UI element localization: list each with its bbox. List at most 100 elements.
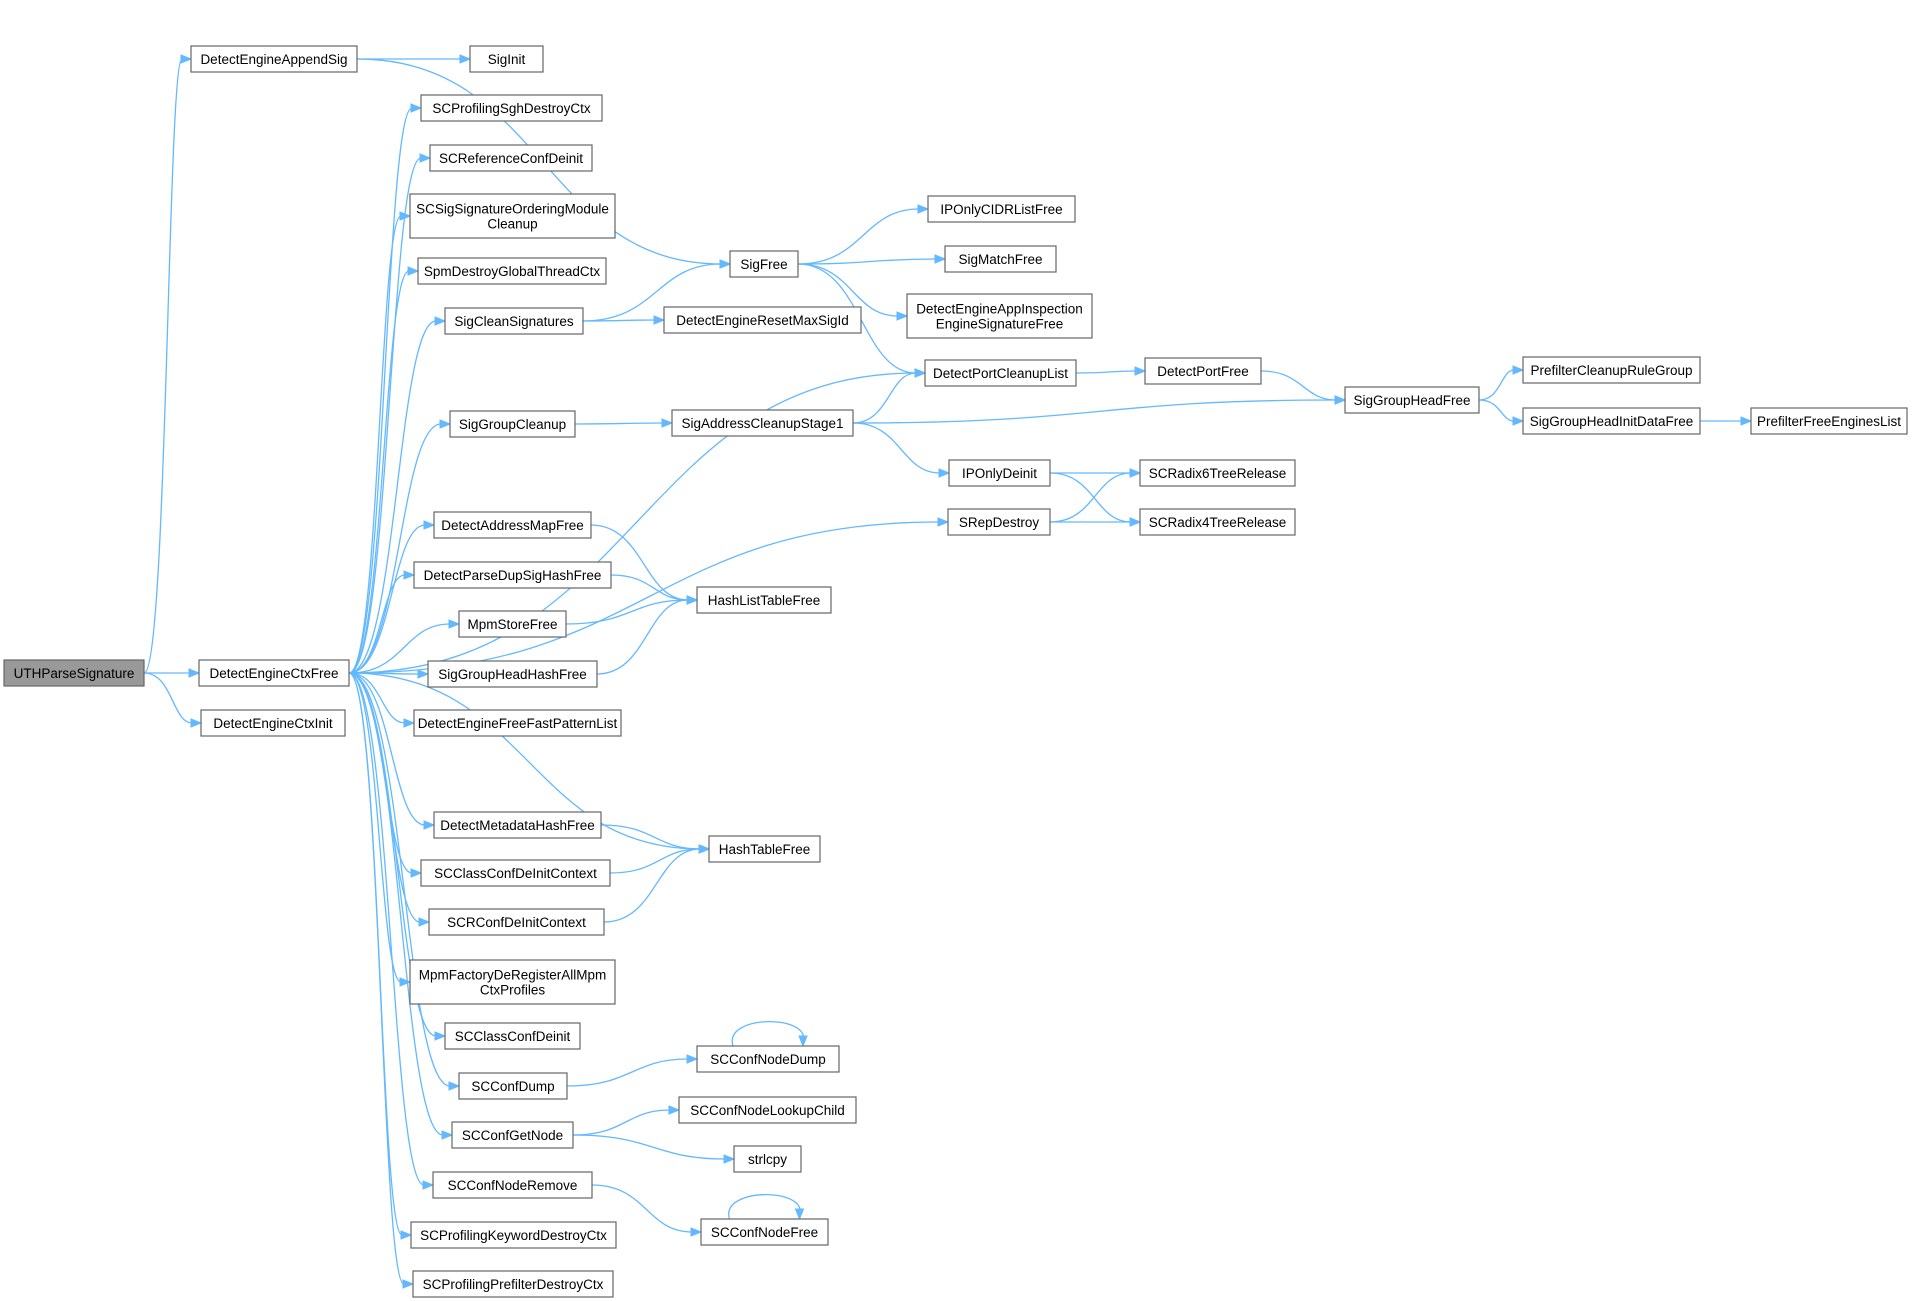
node-label: DetectEngineAppendSig bbox=[200, 52, 347, 67]
node-box bbox=[432, 1171, 593, 1199]
node-screferenceconfdeinit[interactable]: SCReferenceConfDeinit bbox=[429, 144, 593, 172]
edge-arrowhead bbox=[439, 419, 452, 429]
node-box bbox=[429, 144, 593, 172]
node-spmdestroyglobalthreadctx[interactable]: SpmDestroyGlobalThreadCtx bbox=[417, 257, 607, 285]
edge-arrowhead bbox=[653, 315, 666, 325]
node-iponlycidrlistfree[interactable]: IPOnlyCIDRListFree bbox=[927, 195, 1076, 223]
edge-line bbox=[348, 215, 402, 674]
node-hashtablefree[interactable]: HashTableFree bbox=[708, 835, 821, 863]
edge-arrowhead bbox=[418, 917, 431, 927]
node-detectengineappendsig[interactable]: DetectEngineAppendSig bbox=[190, 45, 358, 73]
node-prefiltercleanuprulegroup[interactable]: PrefilterCleanupRuleGroup bbox=[1522, 356, 1701, 384]
edge-line bbox=[797, 258, 937, 265]
node-scradix4treerelease[interactable]: SCRadix4TreeRelease bbox=[1139, 508, 1296, 536]
edge-line bbox=[596, 599, 689, 675]
node-hashlisttablefree[interactable]: HashListTableFree bbox=[696, 586, 832, 614]
node-label: DetectEngineCtxInit bbox=[213, 716, 333, 731]
edge-arrowhead bbox=[698, 844, 711, 854]
node-box bbox=[696, 1045, 840, 1073]
node-iponlydeinit[interactable]: IPOnlyDeinit bbox=[948, 459, 1051, 487]
edge-arrowhead bbox=[400, 1230, 413, 1240]
node-scrconfdeinitcontext[interactable]: SCRConfDeInitContext bbox=[428, 908, 605, 936]
node-sigcleansignatures[interactable]: SigCleanSignatures bbox=[444, 307, 584, 335]
edge-n2-n8 bbox=[348, 266, 420, 674]
node-scclassconfdeinitcontext[interactable]: SCClassConfDeInitContext bbox=[420, 859, 611, 887]
node-box bbox=[412, 1270, 614, 1298]
node-box bbox=[1522, 407, 1701, 435]
node-label: SigGroupHeadInitDataFree bbox=[1530, 414, 1694, 429]
node-box bbox=[469, 45, 544, 73]
node-detectportfree[interactable]: DetectPortFree bbox=[1144, 357, 1262, 385]
edge-line bbox=[572, 1109, 671, 1136]
node-prefilterfreeengineslist[interactable]: PrefilterFreeEnginesList bbox=[1750, 407, 1908, 435]
edge-n0-n2 bbox=[144, 668, 201, 678]
edge-line bbox=[348, 672, 451, 1087]
node-sigfree[interactable]: SigFree bbox=[729, 250, 799, 278]
edge-n26-n36 bbox=[797, 254, 947, 265]
edge-line bbox=[565, 599, 689, 625]
node-box bbox=[444, 307, 584, 335]
edge-arrowhead bbox=[1512, 365, 1525, 375]
node-siggroupheadhashfree[interactable]: SigGroupHeadHashFree bbox=[427, 660, 598, 688]
node-scprofilingsghdestroyctx[interactable]: SCProfilingSghDestroyCtx bbox=[420, 94, 603, 122]
node-srepdestroy[interactable]: SRepDestroy bbox=[947, 508, 1051, 536]
node-box bbox=[458, 1072, 568, 1100]
node-siggroupheadfree[interactable]: SigGroupHeadFree bbox=[1344, 386, 1480, 414]
edge-n2-n22 bbox=[348, 672, 454, 1140]
node-detectaddressmapfree[interactable]: DetectAddressMapFree bbox=[433, 511, 592, 539]
node-scconfnodedump[interactable]: SCConfNodeDump bbox=[696, 1045, 840, 1073]
edge-line bbox=[590, 524, 689, 601]
node-strlcpy[interactable]: strlcpy bbox=[733, 1145, 802, 1173]
node-detectengineappinspection-enginesignaturefree[interactable]: DetectEngineAppInspectionEngineSignature… bbox=[906, 293, 1093, 339]
node-box bbox=[708, 835, 821, 863]
node-siggroupcleanup[interactable]: SigGroupCleanup bbox=[449, 410, 576, 438]
edge-n2-n21 bbox=[348, 672, 461, 1091]
node-label: MpmFactoryDeRegisterAllMpm bbox=[419, 968, 607, 983]
node-detectmetadatahashfree[interactable]: DetectMetadataHashFree bbox=[433, 811, 602, 839]
node-label: DetectEngineAppInspection bbox=[916, 302, 1083, 317]
node-detectportcleanuplist[interactable]: DetectPortCleanupList bbox=[924, 359, 1077, 387]
node-label: IPOnlyDeinit bbox=[962, 466, 1037, 481]
node-label: SCClassConfDeInitContext bbox=[434, 866, 597, 881]
node-label: SigGroupHeadFree bbox=[1353, 393, 1470, 408]
node-siginit[interactable]: SigInit bbox=[469, 45, 544, 73]
node-label: DetectEngineResetMaxSigId bbox=[676, 313, 849, 328]
node-scconfdump[interactable]: SCConfDump bbox=[458, 1072, 568, 1100]
node-scprofilingkeyworddestroyctx[interactable]: SCProfilingKeywordDestroyCtx bbox=[410, 1221, 617, 1249]
node-scconfnodefree[interactable]: SCConfNodeFree bbox=[700, 1218, 829, 1246]
node-detectenginectxinit[interactable]: DetectEngineCtxInit bbox=[200, 709, 346, 737]
node-box bbox=[1139, 508, 1296, 536]
node-scconfgetnode[interactable]: SCConfGetNode bbox=[451, 1121, 574, 1149]
node-detectparsedupsighashfree[interactable]: DetectParseDupSigHashFree bbox=[413, 561, 612, 589]
edge-line bbox=[797, 208, 920, 265]
node-box bbox=[696, 586, 832, 614]
node-detectenginectxfree[interactable]: DetectEngineCtxFree bbox=[198, 659, 350, 687]
node-scconfnodelookupchild[interactable]: SCConfNodeLookupChild bbox=[678, 1096, 857, 1124]
node-scprofilingprefilterdestroyctx[interactable]: SCProfilingPrefilterDestroyCtx bbox=[412, 1270, 614, 1298]
node-detectengineresetmaxsigid[interactable]: DetectEngineResetMaxSigId bbox=[663, 306, 862, 334]
edge-arrowhead bbox=[419, 153, 432, 163]
edge-line bbox=[348, 107, 413, 674]
edge-arrowhead bbox=[434, 1031, 447, 1041]
node-siggroupheadinitdatafree[interactable]: SigGroupHeadInitDataFree bbox=[1522, 407, 1701, 435]
node-label: SCRConfDeInitContext bbox=[447, 915, 586, 930]
edge-arrowhead bbox=[459, 54, 472, 64]
edge-line bbox=[143, 58, 183, 674]
edge-line bbox=[348, 672, 701, 850]
edge-line bbox=[600, 824, 701, 850]
edge-n2-n16 bbox=[348, 672, 436, 830]
node-uthparsesignature[interactable]: UTHParseSignature bbox=[3, 659, 145, 687]
edge-line bbox=[582, 263, 722, 322]
node-scradix6treerelease[interactable]: SCRadix6TreeRelease bbox=[1139, 459, 1296, 487]
node-sigaddresscleanupstage1[interactable]: SigAddressCleanupStage1 bbox=[671, 409, 854, 437]
node-scconfnoderemove[interactable]: SCConfNodeRemove bbox=[432, 1171, 593, 1199]
node-scclassconfdeinit[interactable]: SCClassConfDeinit bbox=[444, 1022, 581, 1050]
edge-n2-n25 bbox=[348, 672, 415, 1289]
node-mpmstorefree[interactable]: MpmStoreFree bbox=[458, 610, 567, 638]
node-detectenginefreefastpatternlist[interactable]: DetectEngineFreeFastPatternList bbox=[413, 709, 622, 737]
edge-line bbox=[348, 574, 406, 674]
edge-line bbox=[728, 1194, 801, 1220]
node-sigmatchfree[interactable]: SigMatchFree bbox=[944, 245, 1057, 273]
